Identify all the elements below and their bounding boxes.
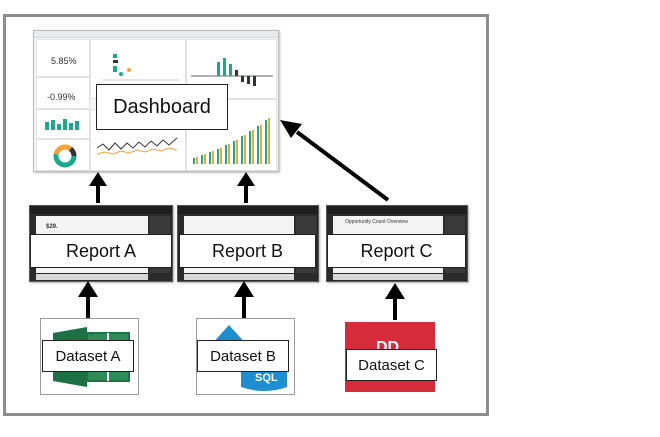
- report-toolbar: [30, 206, 172, 214]
- arrow-dataset-c-to-report-c: [385, 283, 405, 320]
- dashboard-label: Dashboard: [96, 84, 228, 130]
- kpi-tile: 5.85%: [36, 39, 90, 77]
- report-c-label: Report C: [327, 234, 466, 268]
- report-a-label: Report A: [30, 234, 172, 268]
- combo-chart-tile: [186, 39, 277, 99]
- kpi-value: 5.85%: [51, 56, 77, 66]
- arrow-report-b-to-dashboard: [237, 172, 255, 203]
- bar-series: [193, 118, 270, 164]
- report-page-tabs: [184, 274, 294, 280]
- dataset-a-label: Dataset A: [42, 340, 134, 372]
- arrow-report-c-to-dashboard: [280, 120, 390, 202]
- column-chart-tile: [36, 109, 90, 139]
- arrow-report-a-to-dashboard: [89, 172, 107, 203]
- report-page-tabs: [36, 274, 148, 280]
- report-page-tabs: [333, 274, 443, 280]
- bar-chart: [193, 118, 270, 164]
- dashboard-title-bar: [34, 31, 278, 38]
- report-b-label: Report B: [179, 234, 316, 268]
- report-value: $29.: [46, 224, 58, 230]
- kpi-tile: -0.99%: [36, 77, 90, 109]
- dataset-c-label: Dataset C: [346, 349, 437, 381]
- line-chart: [96, 137, 178, 155]
- svg-text:SQL: SQL: [255, 372, 278, 384]
- arrow-dataset-a-to-report-a: [78, 281, 98, 318]
- report-title: Opportunity Count Overview: [345, 219, 408, 225]
- scatter-chart: [103, 54, 179, 81]
- report-toolbar: [178, 206, 318, 214]
- arrow-dataset-b-to-report-b: [234, 281, 254, 318]
- combo-chart: [191, 58, 273, 86]
- dataset-b-label: Dataset B: [197, 340, 289, 372]
- donut-chart-tile: [36, 139, 90, 171]
- kpi-value: -0.99%: [47, 92, 76, 102]
- report-toolbar: [327, 206, 467, 214]
- donut-chart: [53, 144, 77, 168]
- column-chart: [45, 119, 79, 130]
